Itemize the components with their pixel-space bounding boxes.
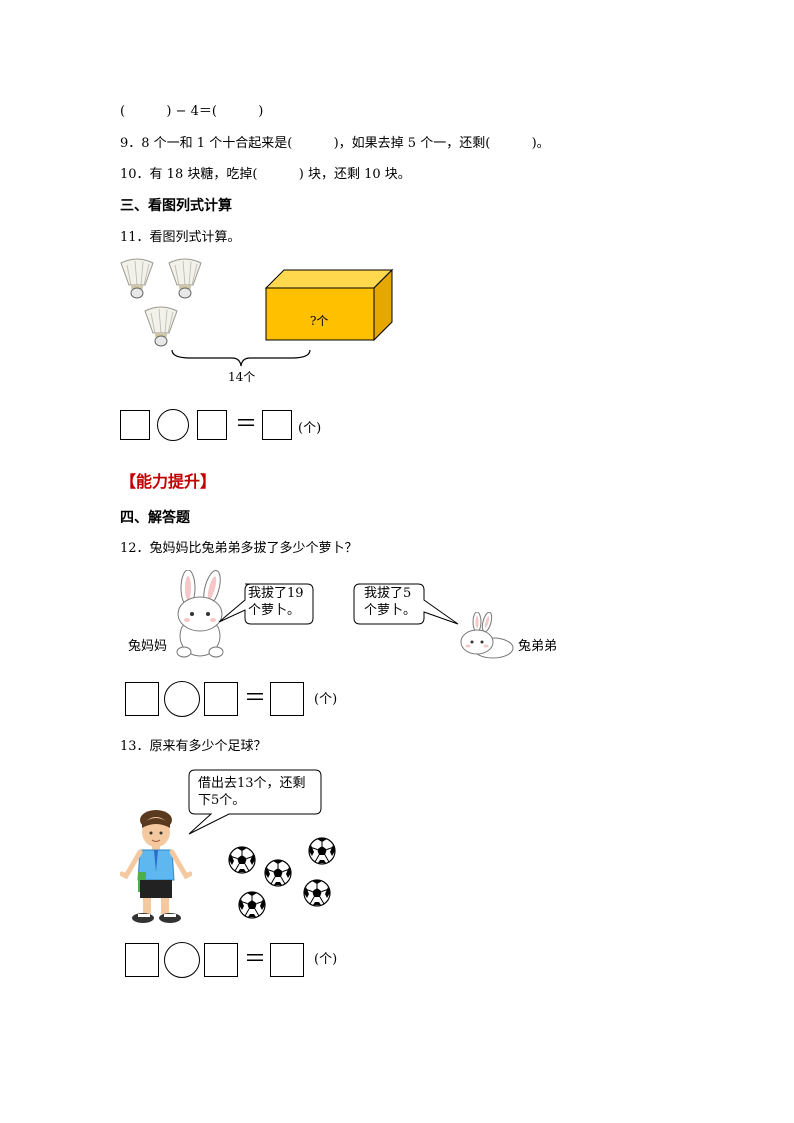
operator-circle[interactable] bbox=[157, 409, 189, 441]
rabbit-mother-icon bbox=[176, 570, 224, 658]
rabbit-mother-label: 兔妈妈 bbox=[128, 639, 168, 654]
question-12-text: 12．兔妈妈比兔弟弟多拔了多少个萝卜？ bbox=[120, 541, 358, 556]
fill-line-1: ( ) − 4＝( ) bbox=[120, 104, 264, 119]
bubble-boy-line-1: 借出去13个，还剩 bbox=[198, 776, 306, 791]
soccer-ball-icon bbox=[238, 891, 266, 919]
answer-box[interactable] bbox=[270, 943, 304, 977]
rabbit-brother-label: 兔弟弟 bbox=[518, 639, 558, 654]
answer-box[interactable] bbox=[120, 410, 150, 440]
question-13-text: 13．原来有多少个足球？ bbox=[120, 739, 267, 754]
speech-bubble-boy bbox=[188, 769, 322, 835]
bubble-left-line-1: 我拔了19 bbox=[248, 586, 304, 601]
bubble-left-line-2: 个萝卜。 bbox=[248, 603, 301, 618]
box-label: ?个 bbox=[310, 314, 329, 328]
bubble-boy-line-2: 下5个。 bbox=[198, 793, 246, 808]
speech-bubble-left bbox=[218, 583, 314, 625]
answer-box[interactable] bbox=[197, 410, 227, 440]
soccer-ball-icon bbox=[264, 859, 292, 887]
soccer-ball-icon bbox=[228, 846, 256, 874]
shuttlecock-icon bbox=[168, 258, 202, 299]
section-3-title: 三、看图列式计算 bbox=[120, 198, 232, 214]
equals-sign: ＝ bbox=[244, 947, 267, 972]
unit-label: (个) bbox=[314, 952, 338, 967]
unit-label: (个) bbox=[314, 692, 338, 707]
soccer-balls-illustration bbox=[228, 837, 336, 919]
question-9: 9．8 个一和 1 个十合起来是( )，如果去掉 5 个一，还剩( )。 bbox=[120, 136, 550, 151]
soccer-ball-icon bbox=[308, 837, 336, 865]
operator-circle[interactable] bbox=[164, 681, 200, 717]
answer-box[interactable] bbox=[262, 410, 292, 440]
shuttlecock-icon bbox=[144, 306, 178, 347]
unit-label: (个) bbox=[298, 421, 322, 436]
soccer-ball-icon bbox=[303, 879, 331, 907]
shuttlecocks-illustration bbox=[120, 258, 202, 347]
bubble-right-line-1: 我拔了5 bbox=[364, 586, 412, 601]
gift-box-illustration bbox=[264, 268, 394, 342]
operator-circle[interactable] bbox=[164, 942, 200, 978]
shuttlecock-icon bbox=[120, 258, 154, 299]
answer-box[interactable] bbox=[270, 682, 304, 716]
answer-box[interactable] bbox=[204, 943, 238, 977]
equals-sign: ＝ bbox=[235, 412, 258, 437]
brace-label: 14个 bbox=[228, 370, 256, 384]
boy-icon bbox=[120, 810, 192, 923]
brace-icon bbox=[171, 349, 311, 367]
answer-box[interactable] bbox=[125, 682, 159, 716]
bubble-right-line-2: 个萝卜。 bbox=[364, 603, 417, 618]
answer-box[interactable] bbox=[125, 943, 159, 977]
rabbit-brother-icon bbox=[460, 612, 514, 659]
speech-bubble-right bbox=[353, 583, 459, 625]
question-11-text: 11．看图列式计算。 bbox=[120, 230, 241, 245]
answer-box[interactable] bbox=[204, 682, 238, 716]
ability-heading: 【能力提升】 bbox=[120, 472, 217, 491]
equals-sign: ＝ bbox=[244, 686, 267, 711]
question-10: 10．有 18 块糖，吃掉( ) 块，还剩 10 块。 bbox=[120, 167, 411, 182]
section-4-title: 四、解答题 bbox=[120, 510, 190, 526]
